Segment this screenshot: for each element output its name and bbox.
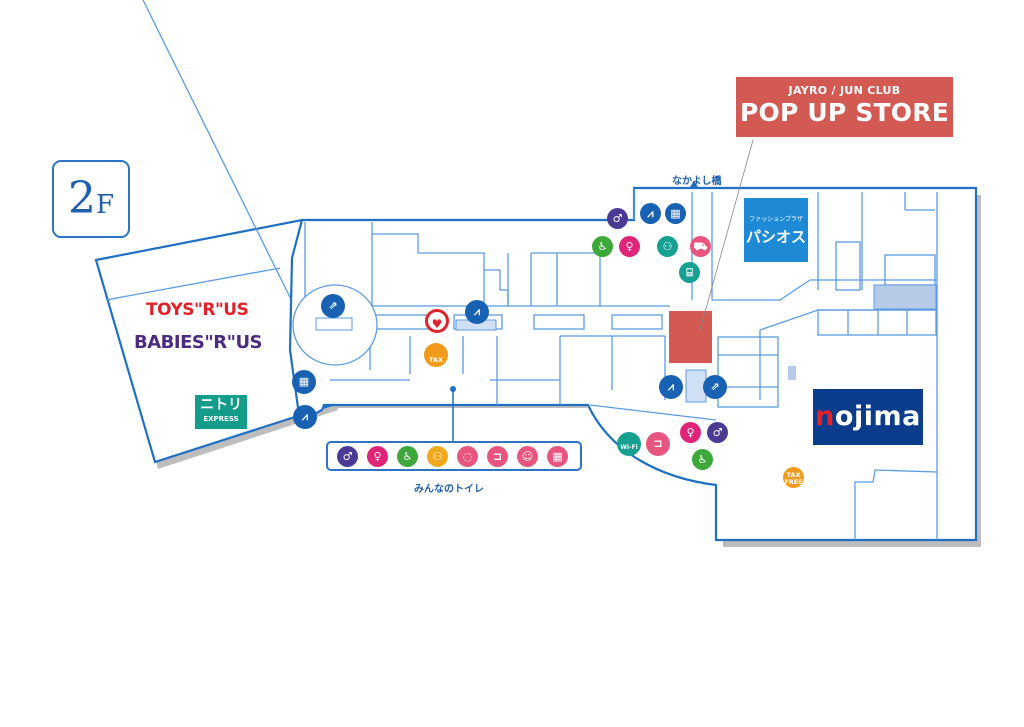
baby-change-icon: ☺ [517, 446, 538, 467]
room-line [105, 267, 281, 301]
service-area [788, 366, 796, 380]
stairs-icon[interactable]: ⩘ [465, 300, 489, 324]
toilet-leader-dot [450, 386, 456, 392]
toys-r-us-logo[interactable]: TOYS"R"US [146, 300, 249, 320]
babies-r-us-logo[interactable]: BABIES"R"US [134, 332, 263, 353]
microwave-icon: ▦ [547, 446, 568, 467]
mens-toilet-icon[interactable]: ♂ [707, 422, 728, 443]
ostomate-icon: ⊐ [487, 446, 508, 467]
floor-number: 2 [67, 173, 96, 224]
stairs-icon[interactable]: ⩘ [640, 203, 661, 224]
aed-icon[interactable]: ♥ [425, 309, 449, 333]
baby-cart-icon[interactable]: ⛟ [690, 236, 711, 257]
womens-toilet-icon[interactable]: ♀ [680, 422, 701, 443]
floor-indicator: 2F [52, 160, 130, 238]
bridge-label: なかよし橋 [672, 176, 722, 187]
bridge-marker [690, 181, 698, 187]
popup-store-location[interactable] [669, 311, 712, 363]
toilet-label: みんなのトイレ [414, 484, 484, 495]
pasios-logo[interactable]: ファッションプラザ パシオス [744, 198, 808, 262]
nursing-icon: ◌ [457, 446, 478, 467]
stairs-icon[interactable]: ⩘ [659, 375, 683, 399]
babies-r-us-text: BABIES"R"US [134, 332, 263, 353]
nojima-logo[interactable]: nojima [813, 389, 923, 445]
pasios-small: ファッションプラザ [749, 216, 803, 223]
pasios-big: パシオス [745, 228, 806, 246]
elevator-icon[interactable]: ▦ [292, 370, 316, 394]
elevator-icon[interactable]: ▦ [665, 203, 686, 224]
stairs-icon[interactable]: ⩘ [293, 405, 317, 429]
tax-free-icon[interactable]: TAX FREE [424, 343, 448, 367]
womens-toilet-icon: ♀ [367, 446, 388, 467]
main-floor-outline [288, 186, 978, 542]
family-toilet-icon[interactable]: ⚇ [657, 236, 678, 257]
ostomate-icon[interactable]: ⊐ [646, 432, 670, 456]
escalator-rotunda [292, 284, 378, 366]
accessible-toilet-panel[interactable]: ♂ ♀ ♿ ⚇ ◌ ⊐ ☺ ▦ [326, 441, 582, 471]
nitori-express-logo[interactable]: ニトリ EXPRESS [195, 395, 247, 429]
nojima-first: n [815, 401, 835, 432]
tax-free-icon[interactable]: TAX FREE [783, 467, 804, 488]
popup-leader-line [699, 139, 754, 331]
escalator-icon[interactable]: ⇗ [703, 375, 727, 399]
nitori-jp: ニトリ [200, 397, 242, 413]
floor-unit: F [95, 190, 115, 220]
nojima-rest: ojima [834, 401, 921, 432]
nitori-en: EXPRESS [203, 415, 239, 423]
popup-store-callout[interactable]: JAYRO / JUN CLUB POP UP STORE [736, 77, 953, 137]
toys-r-us-text: TOYS"R"US [146, 300, 249, 320]
wheelchair-icon[interactable]: ♿ [692, 449, 713, 470]
popup-store-subtitle: JAYRO / JUN CLUB [788, 84, 901, 97]
service-area [873, 284, 937, 310]
popup-store-title: POP UP STORE [740, 98, 949, 127]
wheelchair-icon: ♿ [397, 446, 418, 467]
family-toilet-icon: ⚇ [427, 446, 448, 467]
escalator-icon[interactable]: ⇗ [321, 294, 345, 318]
mens-toilet-icon: ♂ [337, 446, 358, 467]
escalator-rotunda-inner [315, 317, 353, 331]
wifi-icon[interactable]: Wi-Fi [617, 432, 641, 456]
wheelchair-icon[interactable]: ♿ [592, 236, 613, 257]
womens-toilet-icon[interactable]: ♀ [619, 236, 640, 257]
mens-toilet-icon[interactable]: ♂ [607, 208, 628, 229]
locker-icon[interactable]: ⌸ [679, 262, 700, 283]
